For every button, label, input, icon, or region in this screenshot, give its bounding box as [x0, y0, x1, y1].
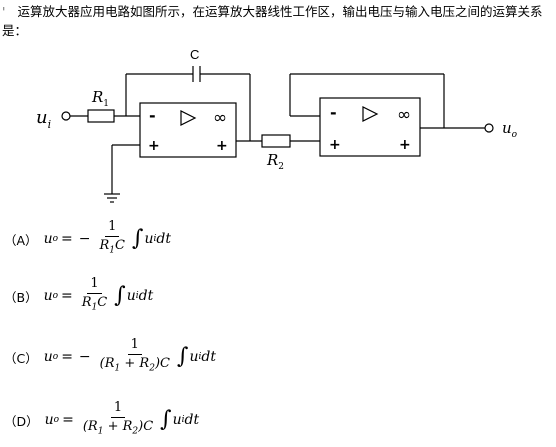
opamp1-plus-in: +: [148, 138, 160, 154]
question-text: '运算放大器应用电路如图所示，在运算放大器线性工作区，输出电压与输入电压之间的运…: [2, 2, 554, 40]
opamp2-plus-out: +: [399, 137, 411, 153]
option-b-label: （B）: [4, 289, 38, 305]
integral-icon: ∫: [114, 283, 126, 308]
question-number: ': [2, 4, 6, 19]
integral-icon: ∫: [131, 226, 144, 251]
input-label: ui: [36, 107, 51, 131]
output-terminal: [484, 123, 494, 133]
opamp1-triangle: [180, 110, 197, 126]
opamp1-body: [139, 102, 237, 158]
output-label: uo: [502, 119, 518, 140]
circuit-diagram: ui R1 C - ∞ + + R2 - ∞ + + uo: [36, 47, 518, 203]
opamp2-triangle: [362, 106, 379, 122]
opamp1-minus: -: [149, 106, 156, 125]
resistor-r1: [87, 109, 115, 123]
input-terminal: [61, 111, 71, 121]
opamp1-plus-out: +: [216, 138, 228, 154]
question-body: 运算放大器应用电路如图所示，在运算放大器线性工作区，输出电压与输入电压之间的运算…: [2, 4, 543, 38]
option-a-label: （A）: [4, 232, 38, 248]
option-c-label: （C）: [4, 350, 38, 366]
capacitor-label: C: [190, 47, 199, 62]
opamp2-body: [319, 97, 421, 157]
integral-icon: ∫: [176, 344, 189, 369]
option-d-label: （D）: [4, 413, 39, 429]
opamp2-minus: -: [330, 103, 337, 122]
opamp2-inf: ∞: [397, 105, 411, 125]
resistor-r2: [261, 134, 291, 148]
opamp1-inf: ∞: [213, 108, 227, 128]
r2-label: R2: [266, 151, 284, 172]
integral-icon: ∫: [160, 407, 172, 432]
r1-label: R1: [91, 88, 109, 109]
opamp2-plus-in: +: [329, 137, 341, 153]
